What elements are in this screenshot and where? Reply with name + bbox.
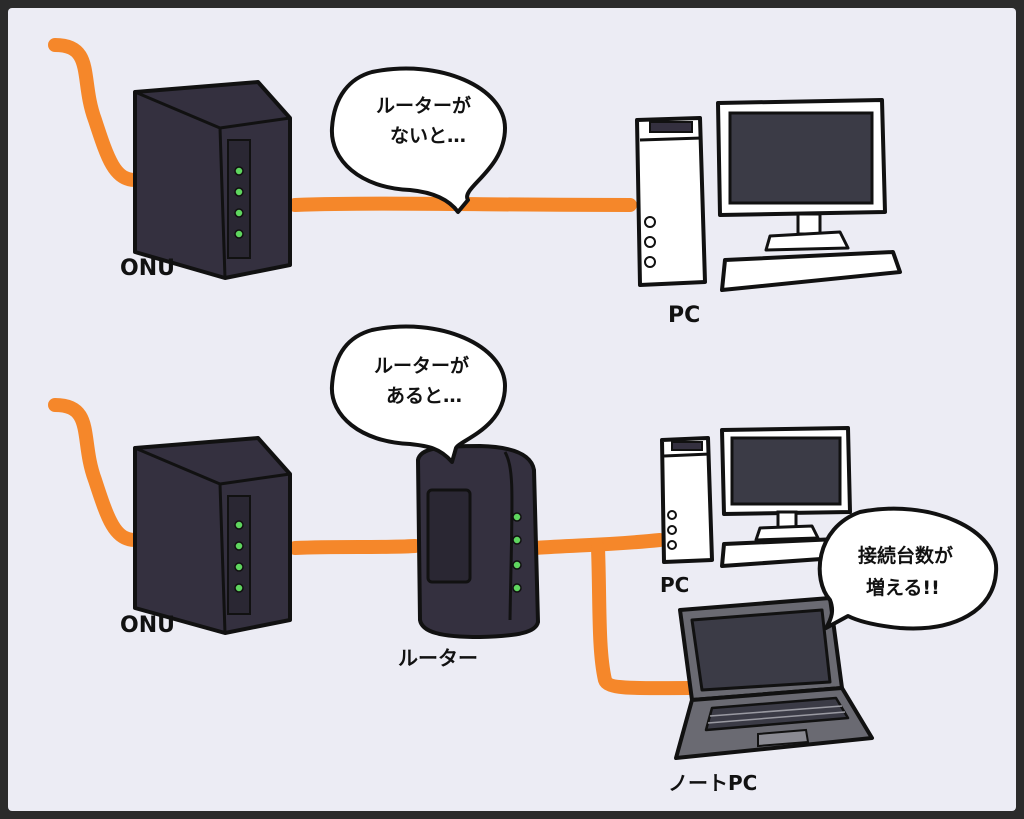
bottom-scene: ONU ルーター ルーターが あると… xyxy=(48,324,999,795)
speech-bubble-icon xyxy=(329,66,507,214)
monitor-icon xyxy=(716,98,887,252)
speech-bubble-icon xyxy=(329,324,507,464)
router-bubble-line2: あると… xyxy=(386,385,462,407)
led-icon xyxy=(234,166,244,176)
onu-icon xyxy=(133,80,292,280)
router-bubble-line1: ルーターが xyxy=(374,354,469,377)
bottom-onu-label: ONU xyxy=(120,613,175,638)
monitor-icon xyxy=(720,426,852,542)
laptop-label: ノートPC xyxy=(668,771,757,795)
pc-tower-icon xyxy=(635,116,707,287)
pc-tower-icon xyxy=(660,436,714,564)
bottom-incoming-cable xyxy=(48,398,142,547)
led-icon xyxy=(512,512,522,522)
top-onu-label: ONU xyxy=(120,256,175,281)
router-label: ルーター xyxy=(398,646,478,670)
bottom-onu-router-cable xyxy=(288,539,422,555)
laptop-icon xyxy=(674,596,874,760)
top-incoming-cable xyxy=(48,38,142,187)
top-bubble-line1: ルーターが xyxy=(376,94,471,117)
router-icon xyxy=(416,444,540,639)
onu-icon xyxy=(133,436,292,635)
speech-bubble-icon xyxy=(817,506,999,631)
router-laptop-cable xyxy=(591,541,697,696)
top-bubble-line2: ないと… xyxy=(390,125,466,147)
led-icon xyxy=(512,535,522,545)
top-pc-label: PC xyxy=(668,303,700,328)
led-icon xyxy=(234,562,244,572)
top-scene: ONU ルーターが ないと… PC xyxy=(48,38,902,328)
led-icon xyxy=(234,187,244,197)
laptop-bubble-line1: 接続台数が xyxy=(858,544,953,567)
keyboard-icon xyxy=(720,250,902,292)
led-icon xyxy=(234,208,244,218)
bottom-pc-label: PC xyxy=(660,573,689,597)
led-icon xyxy=(512,560,522,570)
laptop-bubble-line2: 増える!! xyxy=(866,576,940,599)
led-icon xyxy=(234,541,244,551)
led-icon xyxy=(512,583,522,593)
led-icon xyxy=(234,583,244,593)
led-icon xyxy=(234,229,244,239)
top-onu-pc-cable xyxy=(288,196,637,212)
led-icon xyxy=(234,520,244,530)
